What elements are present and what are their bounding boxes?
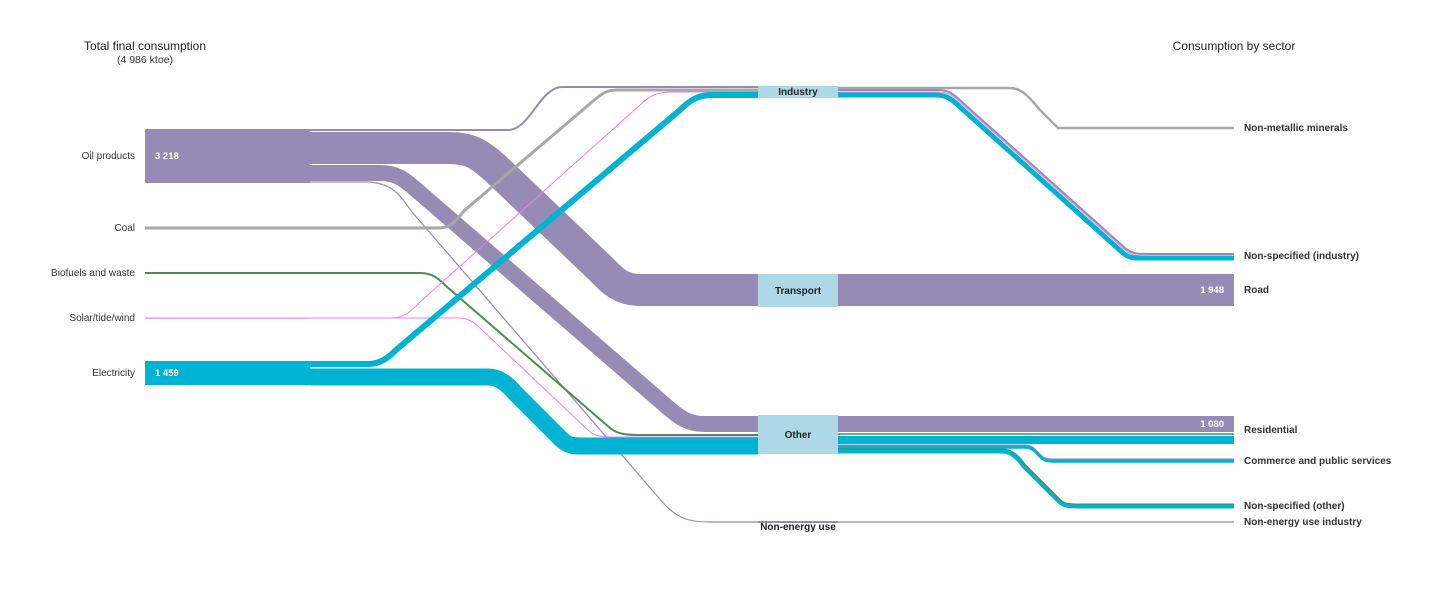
value-elec: 1 459 [155,368,179,379]
label-solar: Solar/tide/wind [69,313,135,324]
hub-label-other: Other [785,430,812,441]
node-coal[interactable] [145,227,310,230]
flow-other-commerce[interactable] [838,445,1234,463]
source-nodes [145,129,310,385]
flow-oil-transport[interactable] [310,132,758,306]
flow-industry-nonspec-oil[interactable] [838,89,1234,255]
flow-bio-other[interactable] [145,272,758,436]
hub-nodes: Industry Transport Other Non-energy use [758,86,838,533]
source-labels: Oil products Coal Biofuels and waste Sol… [51,151,179,379]
flow-solar-other[interactable] [310,317,758,438]
label-nonspec-ind: Non-specified (industry) [1244,251,1359,262]
flow-other-commerce-oil[interactable] [838,444,1234,460]
flow-solar-industry[interactable] [145,91,758,319]
flow-oil-nonenergy[interactable] [310,181,758,523]
left-subtitle: (4 986 ktoe) [117,54,173,66]
label-nonenergy-industry: Non-energy use industry [1244,517,1362,528]
left-title: Total final consumption [84,39,206,53]
hub-industry[interactable] [758,86,838,98]
hub-label-industry: Industry [778,87,818,98]
hub-label-nonenergy: Non-energy use [760,522,836,533]
flows [145,86,1234,523]
flow-industry-nonmetal[interactable] [838,86,1234,130]
label-commerce: Commerce and public services [1244,456,1392,467]
label-road: Road [1244,285,1269,296]
label-bio: Biofuels and waste [51,268,135,279]
flow-oil-other[interactable] [310,165,758,432]
flow-other-nonspec-other-bio[interactable] [838,448,1234,505]
label-nonspec-other: Non-specified (other) [1244,501,1345,512]
label-residential: Residential [1244,425,1298,436]
flow-elec-industry[interactable] [310,92,758,367]
label-nonmetal: Non-metallic minerals [1244,123,1348,134]
hub-other[interactable] [758,415,838,454]
value-road: 1 948 [1200,285,1224,296]
node-solar[interactable] [145,317,310,319]
hub-transport[interactable] [758,274,838,307]
flow-industry-nonspec-elec[interactable] [838,92,1234,261]
label-elec: Electricity [92,368,135,379]
flow-other-nonspec-other[interactable] [838,448,1234,509]
flow-elec-other[interactable] [310,368,758,455]
label-oil: Oil products [82,151,135,162]
node-bio[interactable] [145,272,310,274]
node-oil[interactable] [145,129,310,183]
hub-nonenergy[interactable] [758,521,838,523]
node-elec[interactable] [145,361,310,385]
value-oil: 3 218 [155,151,179,162]
hub-label-transport: Transport [775,286,822,297]
right-title: Consumption by sector [1173,39,1296,53]
flow-oil-industry[interactable] [310,86,758,131]
flow-coal-industry[interactable] [145,88,758,230]
label-coal: Coal [114,223,135,234]
sector-labels: Non-metallic minerals Non-specified (ind… [1200,123,1392,528]
value-residential: 1 080 [1200,419,1224,430]
